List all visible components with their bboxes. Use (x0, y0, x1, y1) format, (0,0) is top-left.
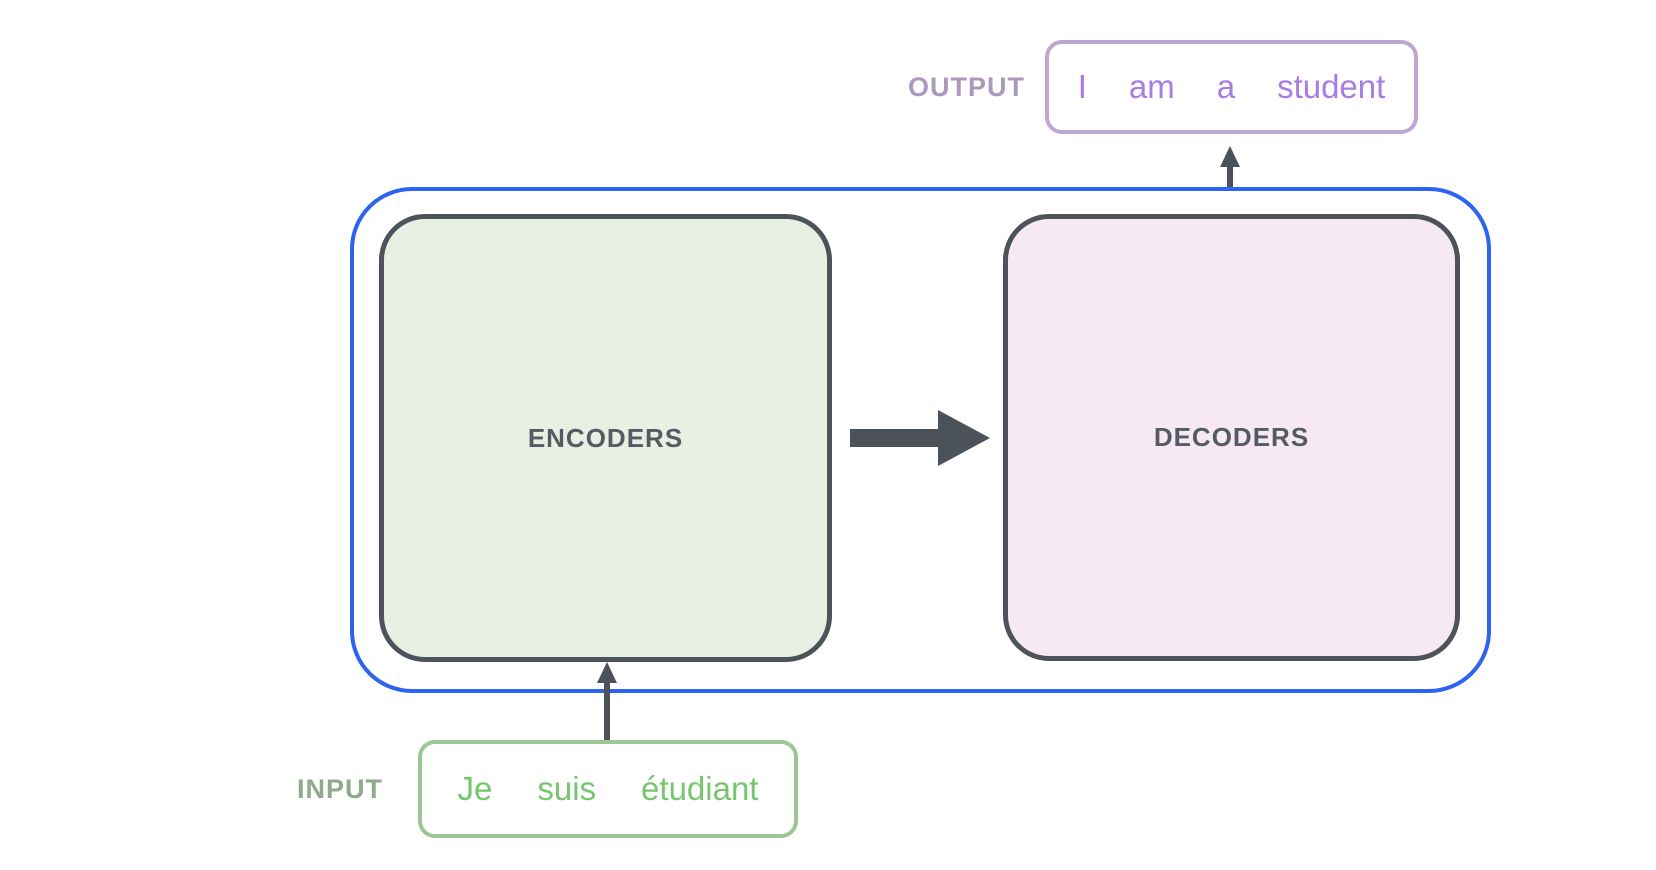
encoders-block: ENCODERS (379, 214, 832, 662)
output-word: a (1216, 68, 1236, 105)
output-word: student (1277, 68, 1386, 105)
output-label: OUTPUT (908, 71, 1025, 102)
output-box: I am a student (1045, 40, 1418, 134)
output-word: I (1077, 68, 1087, 105)
decoders-block: DECODERS (1003, 214, 1460, 661)
input-to-encoders-arrow-shaft (604, 681, 610, 740)
encoders-to-decoders-arrow-shaft (850, 429, 940, 447)
decoders-label: DECODERS (1153, 422, 1310, 452)
input-to-encoders-arrow-head (597, 662, 617, 683)
decoders-to-output-arrow-head (1220, 146, 1240, 167)
input-word: Je (457, 770, 493, 807)
encoders-to-decoders-arrow-head (938, 410, 990, 466)
output-word: am (1128, 68, 1175, 105)
encoders-label: ENCODERS (527, 422, 684, 453)
input-word: étudiant (641, 770, 759, 807)
input-word: suis (537, 770, 597, 807)
input-label: INPUT (297, 773, 383, 804)
input-box: Je suis étudiant (418, 740, 798, 838)
